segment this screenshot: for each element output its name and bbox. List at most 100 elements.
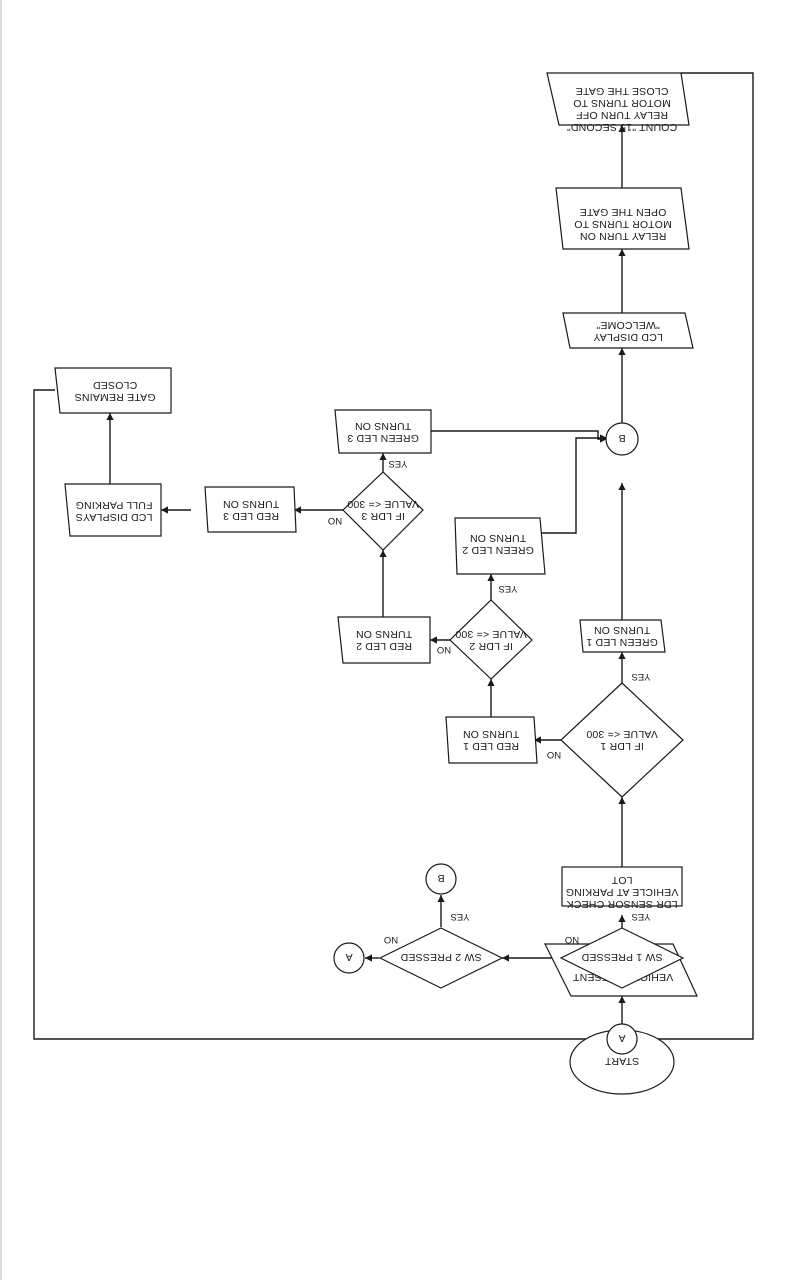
edge-green3-to-b-arrowhead — [600, 435, 607, 443]
connector-b-sw2-line-1: B — [437, 872, 444, 884]
red3-line-2: TURNS ON — [223, 498, 279, 510]
ldr-check-process — [561, 866, 683, 907]
connector-b-sw2 — [425, 863, 457, 895]
edge-red2-to-ldr3-arrowhead — [379, 550, 387, 557]
red-led3-process — [204, 486, 297, 533]
edge-ldr2-no-to-red2-arrowhead — [430, 636, 437, 644]
ldr-check-line-2: VEHICLE AT PARKING — [566, 886, 679, 898]
edge-sw2-no-to-a-arrowhead — [365, 954, 372, 962]
ldr2-yes-label: YES — [498, 583, 517, 594]
ldr1-no-label: NO — [547, 749, 561, 760]
red-led1-label: RED LED 1TURNS ON — [463, 728, 519, 752]
green1-line-1: GREEN LED 1 — [586, 636, 658, 648]
connector-a-line-1: A — [618, 1032, 625, 1044]
lcd-full-parking-label: LCD DISPLAYSFULL PARKING — [75, 499, 152, 523]
edge-ldr1-no-to-red1-arrowhead — [534, 736, 541, 744]
edge-ldr3-to-green3-arrowhead — [379, 453, 387, 460]
gate-remains-closed-label: GATE REMAINSCLOSED — [75, 379, 156, 403]
sw2-no-label: NO — [384, 934, 398, 945]
sw1-line-1: SW 1 PRESSED — [581, 951, 662, 963]
ldr3-line-2: VALUE <= 300 — [347, 498, 419, 510]
green-led3-process — [334, 409, 432, 454]
ldr-check-label: LDR SENSOR CHECKVEHICLE AT PARKINGLOT — [566, 874, 679, 910]
lcd-full-parking-process — [64, 483, 162, 537]
edge-start-to-vehicle-arrowhead — [618, 996, 626, 1003]
red2-line-2: TURNS ON — [356, 628, 412, 640]
green-led1-process — [579, 619, 666, 653]
flow-shapes: START VEHICLE PRESENTAT GATE A SW 1 PRES… — [54, 72, 698, 1095]
ldr2-line-2: VALUE <= 300 — [455, 628, 527, 640]
relay-open-label: RELAY TURN ONMOTOR TURNS TOOPEN THE GATE — [574, 206, 672, 242]
green-led2-process — [454, 517, 546, 575]
connector-a-label: A — [618, 1032, 625, 1044]
edge-red3-to-lcdfull-arrowhead — [161, 506, 168, 514]
gate-closed-line-1: GATE REMAINS — [75, 391, 156, 403]
connector-b-sw2-label: B — [437, 872, 444, 884]
sw1-yes-label: YES — [631, 911, 650, 922]
red1-line-1: RED LED 1 — [463, 740, 519, 752]
relay-on-line-2: MOTOR TURNS TO — [574, 218, 672, 230]
lcd-full-line-2: FULL PARKING — [75, 499, 152, 511]
lcd-welcome-line-1: LCD DISPLAY — [593, 331, 663, 343]
edge-green1-to-b-arrowhead — [618, 483, 626, 490]
connector-a-sw2-line-1: A — [345, 951, 352, 963]
ldr1-line-1: IF LDR 1 — [600, 740, 644, 752]
ldr2-no-label: NO — [437, 644, 451, 655]
edge-ldrcheck-to-ldr1-arrowhead — [618, 797, 626, 804]
ldr2-label: IF LDR 2VALUE <= 300 — [455, 628, 527, 652]
relay-open-process — [555, 187, 690, 250]
count-close-line-3: MOTOR TURNS TO — [573, 97, 671, 109]
connector-a-sw2 — [333, 942, 365, 974]
red-led3-label: RED LED 3TURNS ON — [223, 498, 279, 522]
edge-ldr2-to-green2-arrowhead — [487, 574, 495, 581]
count-close-label: COUNT "15 SECOND"RELAY TURN OFFMOTOR TUR… — [567, 85, 678, 133]
start-label: START — [604, 1055, 639, 1067]
sw1-no-label: NO — [565, 934, 579, 945]
edge-count-loop-to-a — [637, 72, 754, 1040]
connector-a-sw2-label: A — [345, 951, 352, 963]
red-led2-label: RED LED 2TURNS ON — [356, 628, 412, 652]
count-close-line-2: RELAY TURN OFF — [576, 109, 668, 121]
lcd-full-line-1: LCD DISPLAYS — [76, 511, 153, 523]
sw1-pressed-decision — [559, 927, 685, 989]
ldr-check-line-1: LDR SENSOR CHECK — [566, 898, 677, 910]
edge-gate-loop-to-a — [33, 389, 607, 1040]
ldr1-yes-label: YES — [631, 671, 650, 682]
lcd-welcome-label: LCD DISPLAY"WELCOME" — [593, 319, 663, 343]
lcd-welcome-process — [562, 312, 694, 349]
green-led1-label: GREEN LED 1TURNS ON — [586, 624, 658, 648]
start-line-1: START — [604, 1055, 639, 1067]
gate-closed-line-2: CLOSED — [93, 379, 138, 391]
green2-line-2: TURNS ON — [470, 532, 526, 544]
gate-remains-closed-process — [54, 367, 172, 414]
green3-line-1: GREEN LED 3 — [347, 432, 419, 444]
ldr3-yes-label: YES — [388, 458, 407, 469]
connector-a-node — [606, 1023, 638, 1055]
edge-ldr3-no-to-red3-arrowhead — [294, 506, 301, 514]
ldr3-label: IF LDR 3VALUE <= 300 — [347, 498, 419, 522]
ldr2-line-1: IF LDR 2 — [469, 640, 513, 652]
green-led2-label: GREEN LED 2TURNS ON — [462, 532, 534, 556]
red3-line-1: RED LED 3 — [223, 510, 279, 522]
flowchart-diagram: START VEHICLE PRESENTAT GATE A SW 1 PRES… — [33, 72, 754, 1095]
sw2-pressed-decision — [378, 927, 504, 989]
edge-lcd-to-relay-arrowhead — [618, 249, 626, 256]
green2-line-1: GREEN LED 2 — [462, 544, 534, 556]
edge-sw2-yes-to-b-arrowhead — [437, 895, 445, 902]
red-led2-process — [337, 616, 431, 664]
ldr3-decision — [342, 471, 424, 551]
edge-b-to-lcd-arrowhead — [618, 348, 626, 355]
edge-sw1-no-to-sw2-arrowhead — [502, 954, 509, 962]
edge-red1-to-ldr2-arrowhead — [487, 679, 495, 686]
red2-line-1: RED LED 2 — [356, 640, 412, 652]
sw2-yes-label: YES — [450, 911, 469, 922]
ldr1-line-2: VALUE <= 300 — [586, 728, 658, 740]
connector-b-line-1: B — [618, 432, 625, 444]
count-close-line-4: CLOSE THE GATE — [576, 85, 669, 97]
green-led3-label: GREEN LED 3TURNS ON — [347, 420, 419, 444]
ldr3-no-label: NO — [328, 515, 342, 526]
edge-ldr1-to-green1-arrowhead — [618, 652, 626, 659]
sw1-pressed-label: SW 1 PRESSED — [581, 951, 662, 963]
ldr2-decision — [449, 599, 533, 680]
